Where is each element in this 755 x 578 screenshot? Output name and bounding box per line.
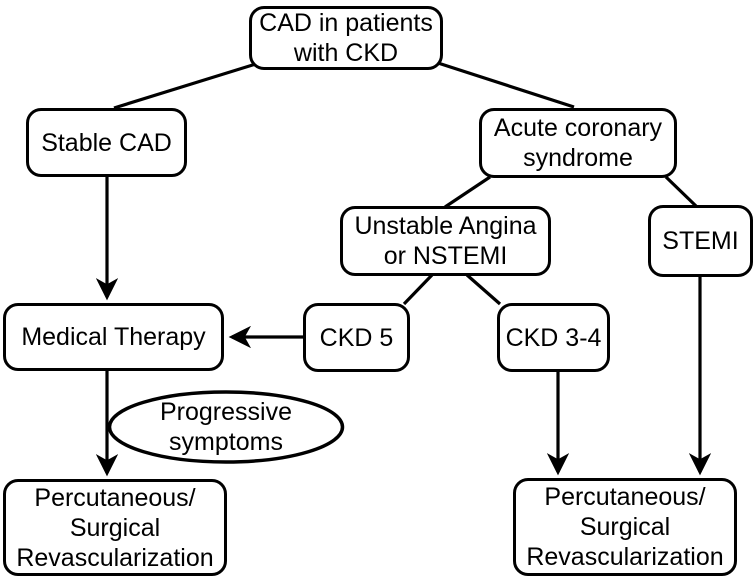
progressive-symptoms-ellipse <box>107 390 345 464</box>
node-unstable-angina-nstemi: Unstable Angina or NSTEMI <box>340 206 551 276</box>
node-medical-therapy: Medical Therapy <box>3 303 224 371</box>
node-label-line: CKD 5 <box>319 323 394 352</box>
node-cad-in-patients-with-ckd: CAD in patients with CKD <box>249 6 443 70</box>
node-label-line: Surgical <box>69 513 161 542</box>
node-label-line: Acute coronary <box>493 114 663 142</box>
node-stemi: STEMI <box>648 205 753 277</box>
node-label-line: Revascularization <box>16 543 214 572</box>
node-label-line: Unstable Angina <box>354 212 537 240</box>
node-ckd-3-4: CKD 3-4 <box>497 303 610 372</box>
node-label-line: or NSTEMI <box>383 242 508 270</box>
node-label-line: Percutaneous/ <box>544 483 706 511</box>
node-label-line: STEMI <box>662 227 739 255</box>
node-stable-cad: Stable CAD <box>26 108 187 177</box>
node-ckd-5: CKD 5 <box>303 303 410 372</box>
node-label-line: Surgical <box>579 513 671 541</box>
connector-uanstemi-to-ckd34 <box>465 273 502 306</box>
node-label-line: Medical Therapy <box>21 323 206 351</box>
node-revascularization-right: Percutaneous/ Surgical Revascularization <box>513 478 737 576</box>
connector-cadckd-to-acs <box>437 61 575 109</box>
connector-acs-to-uanstemi <box>444 175 491 209</box>
node-label-line: CAD in patients <box>259 9 433 37</box>
node-label-line: syndrome <box>523 144 633 172</box>
node-label-line: Revascularization <box>526 543 724 571</box>
connector-cadckd-to-stablecad <box>113 61 260 110</box>
node-label-line: Stable CAD <box>41 128 172 157</box>
node-acute-coronary-syndrome: Acute coronary syndrome <box>479 108 677 178</box>
node-label-line: with CKD <box>293 39 399 67</box>
node-label-line: Percutaneous/ <box>34 483 196 512</box>
node-label-line: CKD 3-4 <box>505 323 602 352</box>
connector-acs-to-stemi <box>664 175 698 208</box>
connector-uanstemi-to-ckd5 <box>402 273 434 306</box>
node-revascularization-left: Percutaneous/ Surgical Revascularization <box>3 479 227 576</box>
